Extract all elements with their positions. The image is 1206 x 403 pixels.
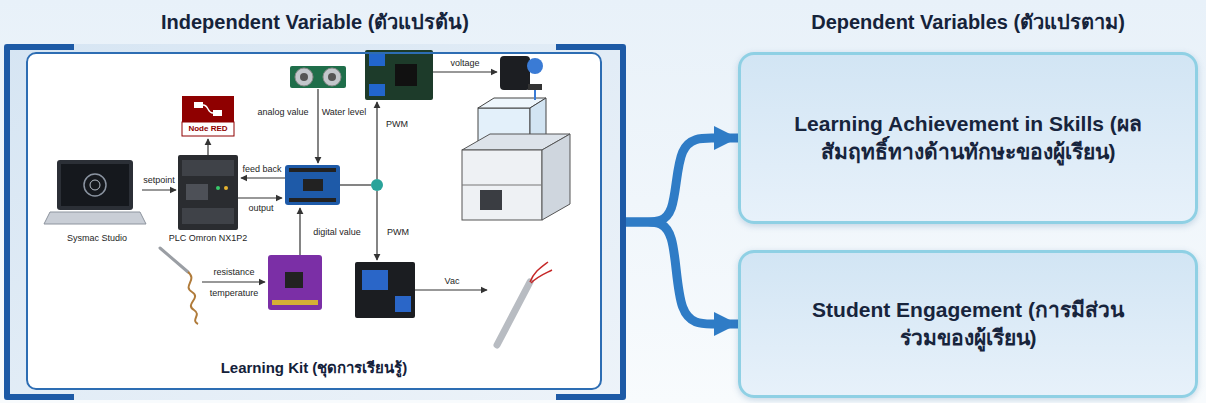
box-text: Learning Achievement in Skills (ผลสัมฤทธ… [768,110,1168,167]
output-wire [238,197,282,198]
pump-nozzle [528,84,542,90]
frame-bracket [556,47,623,397]
resistance-wire [202,281,265,282]
driver-terminal [369,84,385,96]
pump-head [527,58,543,74]
variable-frame: Independent Variable (ตัวแปรต้น)Learning… [4,44,626,400]
plc-led [224,186,228,190]
vac-wire [415,289,487,290]
plc-led [216,186,220,190]
ultrasonic-mesh [300,73,308,81]
plc-terminal [182,160,234,176]
signal-name: digital value [312,227,362,237]
node-red-logo [182,96,234,122]
node-red-glyph [213,110,222,116]
signal-name: Vac [444,276,461,286]
ssr-relay [362,270,388,290]
signal-name: voltage [449,58,480,68]
connector-group [626,138,738,324]
rtd-board [268,255,322,310]
laptop-screen [57,160,133,210]
heater-wire [530,262,548,282]
node-red-strip [182,122,234,136]
section-heading: Independent Variable (ตัวแปรต้น) [4,6,626,38]
driver-terminal [369,54,385,66]
ultrasonic-transducer [295,68,313,86]
plc-terminal [182,208,234,224]
signal-name: Water level [321,107,368,117]
driver-board [365,50,433,100]
pwm-wire [376,102,377,179]
signal-name: feed back [241,164,282,174]
signal-name: setpoint [142,175,176,185]
arduino-header [289,168,336,172]
stand-shelf [462,185,542,186]
signal-name: PWM [386,227,410,237]
feedback-wire [241,177,285,178]
panel-ground [4,44,626,400]
ultrasonic-transducer [323,68,341,86]
screen-icon [90,180,100,190]
thermocouple-probe [160,248,188,272]
kit-ground [26,52,602,390]
arduino-header [289,198,336,202]
kit-caption: Learning Kit (ชุดการเรียนรู้) [221,356,408,380]
plc-panel [186,184,208,200]
dependent-variable-box: Learning Achievement in Skills (ผลสัมฤทธ… [738,52,1198,224]
screen-icon [84,174,106,196]
pwm-wire [376,191,377,260]
node-red-glyph [203,105,213,113]
connector-arrow [626,222,738,324]
laptop-base [44,212,146,224]
heater-wire [531,270,552,283]
pump-body [500,56,530,90]
stand-part [480,190,502,210]
box-text: Student Engagement (การมีส่วนร่วมของผู้เ… [803,296,1133,353]
ssr-terminal [395,296,411,312]
pwm-wire [340,184,371,185]
learning-kit-box: Learning Kit (ชุดการเรียนรู้) [26,52,602,390]
pump-pipe [534,90,536,100]
ultrasonic-mesh [328,73,336,81]
device-name: PLC Omron NX1P2 [168,233,249,243]
plc-to-node-red-wire [207,139,208,155]
ultrasonic-board [290,66,346,88]
heater-cartridge [497,282,530,345]
signal-name: analog value [256,107,309,117]
laptop-display [61,164,129,206]
stand-side [542,134,570,220]
connector-arrow [626,138,738,222]
plc-body [178,155,238,230]
rtd-pins [272,300,318,305]
frame-brackets [4,44,626,400]
analog-wire [317,89,318,163]
setpoint-wire [142,189,176,190]
rtd-chip [285,272,303,288]
arduino-chip [303,179,323,191]
ssr-board [355,262,415,318]
arduino-board [285,165,340,205]
stand-front [462,150,542,220]
device-name: Sysmac Studio [66,233,128,243]
signal-name: temperature [209,288,260,298]
node-red-glyph [194,102,203,108]
frame-bracket [7,47,74,397]
signal-name: output [247,203,274,213]
voltage-wire [433,71,497,72]
driver-chip [395,64,417,86]
thermocouple-cable [188,272,198,324]
section-heading: Dependent Variables (ตัวแปรตาม) [811,11,1125,34]
signal-name: resistance [212,267,255,277]
signal-name: PWM [385,119,409,129]
junction-dot [371,179,383,191]
dependent-variable-box: Student Engagement (การมีส่วนร่วมของผู้เ… [738,250,1198,398]
logo-text: Node RED [187,124,228,133]
digital-wire [299,208,300,255]
